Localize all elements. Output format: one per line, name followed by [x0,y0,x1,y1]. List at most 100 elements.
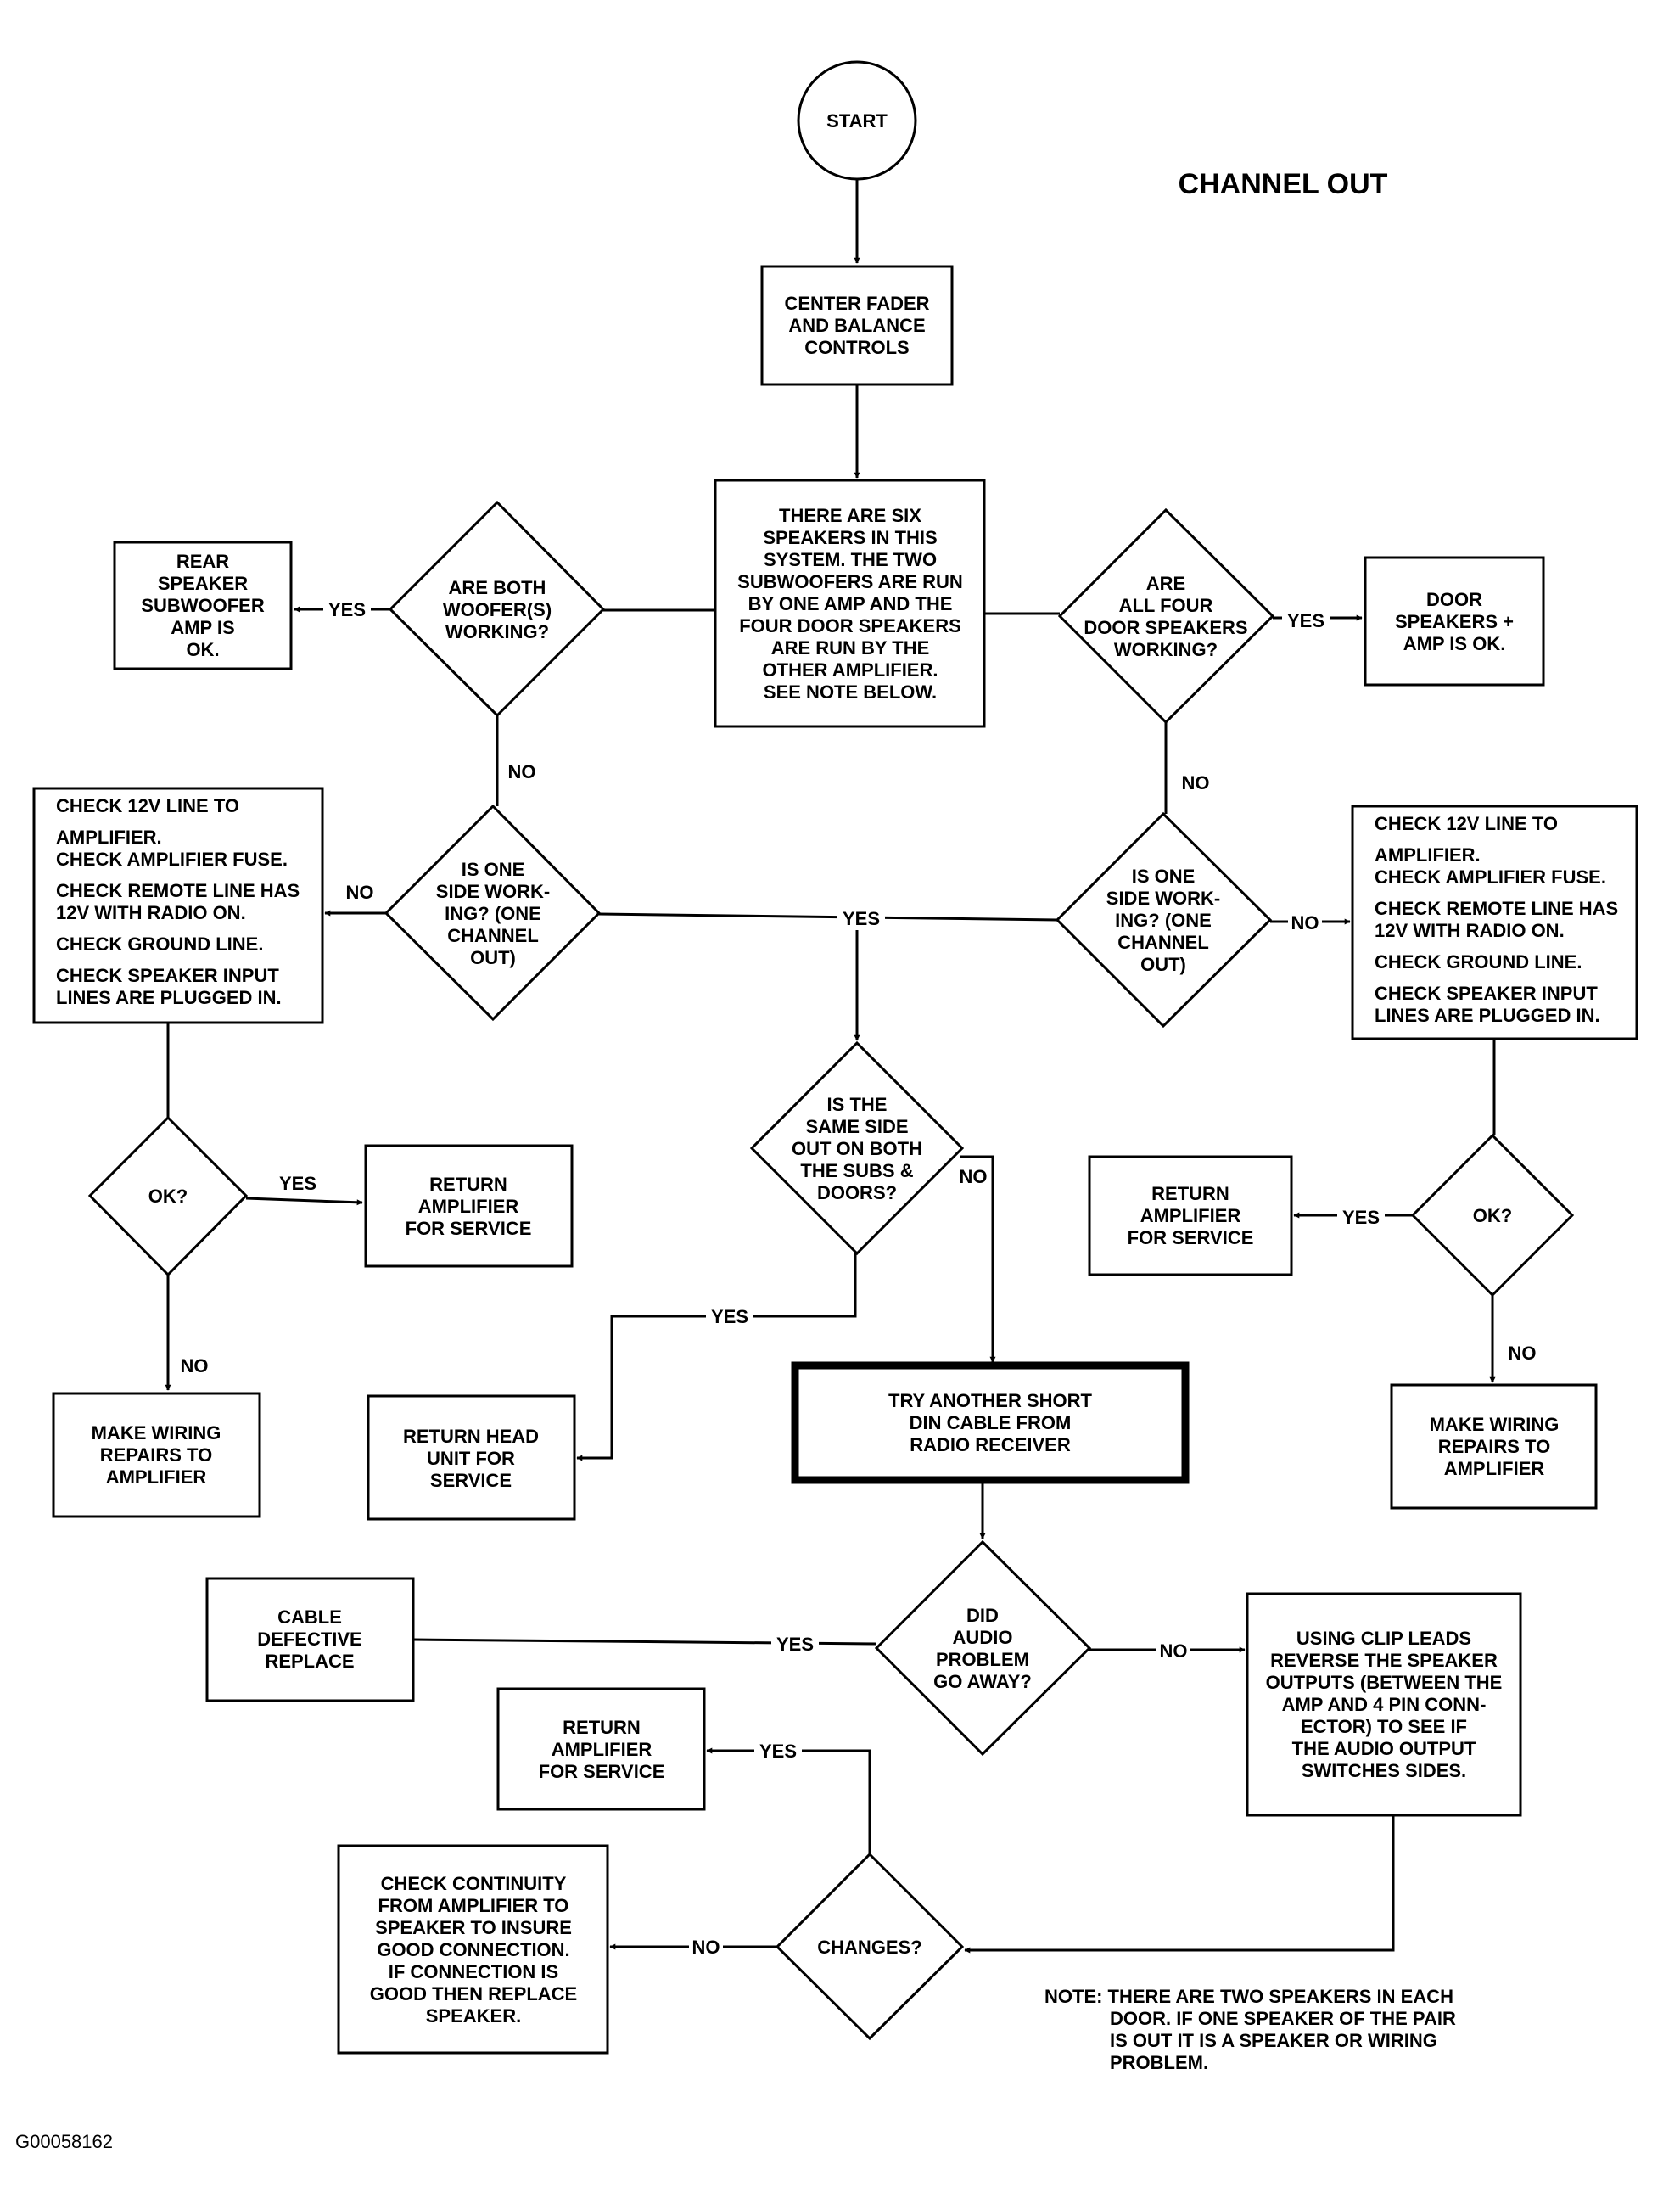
process-box [1390,1383,1598,1510]
l-no-audio-label: NO [1156,1639,1190,1662]
decision-diamond [388,500,606,718]
process-box [367,1394,576,1521]
edge-label-text: NO [1182,772,1210,793]
right-ok-q-node: OK? [1410,1133,1575,1298]
edge-labels: YES YES NO NO NO YES NO YES NO YES NO YES NO YES NO YES… [177,597,1539,1959]
edge-label-text: YES [1287,610,1324,631]
decision-diamond [775,1852,965,2041]
edge-label-text: NO [692,1937,720,1958]
start-text: START [826,110,888,132]
process-box [364,1144,574,1268]
edge-label-text: NO [1509,1343,1537,1364]
label-backing [1156,1639,1190,1662]
edge-label-text: YES [776,1634,814,1655]
right-ok-q-text: OK? [1473,1205,1512,1226]
label-backing [689,1935,723,1959]
edge-label-text: NO [346,882,374,903]
process-box [791,1361,1190,1484]
l-no-woofers-label: NO [505,760,539,783]
edge-label-text: YES [759,1741,797,1762]
label-backing [1505,1341,1539,1365]
label-backing [1179,771,1212,794]
l-yes-audio-label: YES [771,1632,819,1656]
l-no-right-ok-label: NO [1505,1341,1539,1365]
start-circle [797,60,917,181]
label-backing [754,1739,802,1763]
edge-label-text: YES [711,1306,748,1327]
process-box [337,1844,609,2055]
edge-label-text: YES [328,599,366,620]
label-backing [505,760,539,783]
decision-diamond [1057,507,1275,725]
figure-id: G00058162 [15,2131,113,2152]
connector-26 [964,1814,1395,1954]
connector-10 [598,912,1058,922]
process-box [205,1577,415,1702]
decision-diamond [87,1115,249,1277]
changes-text: CHANGES? [817,1937,921,1958]
l-yes-sides-label: YES [837,906,885,930]
edge-label-text: NO [1291,912,1319,933]
connector-20 [576,1253,857,1461]
l-no-left-side-label: NO [343,880,377,904]
l-yes-changes-label: YES [754,1739,802,1763]
l-no-same-side-label: NO [956,1164,990,1188]
decision-diamond [1055,811,1273,1029]
label-backing [771,1632,819,1656]
connector-19 [960,1155,996,1363]
edge-label-text: YES [1342,1207,1380,1228]
label-backing [323,597,371,621]
label-backing [1282,608,1330,632]
process-box [496,1687,706,1811]
label-backing [1288,911,1322,934]
l-yes-right-ok-label: YES [1337,1205,1385,1229]
left-ok-q-text: OK? [148,1186,188,1207]
decision-diamond [384,804,602,1022]
left-ok-q-node: OK? [87,1115,249,1277]
label-backing [956,1164,990,1188]
l-yes-left-ok-label: YES [274,1171,322,1195]
edge-label-text: YES [843,908,880,929]
edge-label-text: NO [181,1355,209,1376]
l-no-changes-label: NO [689,1935,723,1959]
l-no-door-label: NO [1179,771,1212,794]
process-box [714,479,986,728]
process-box [1364,556,1545,687]
process-box [52,1392,261,1518]
edge-label-text: NO [508,761,536,782]
